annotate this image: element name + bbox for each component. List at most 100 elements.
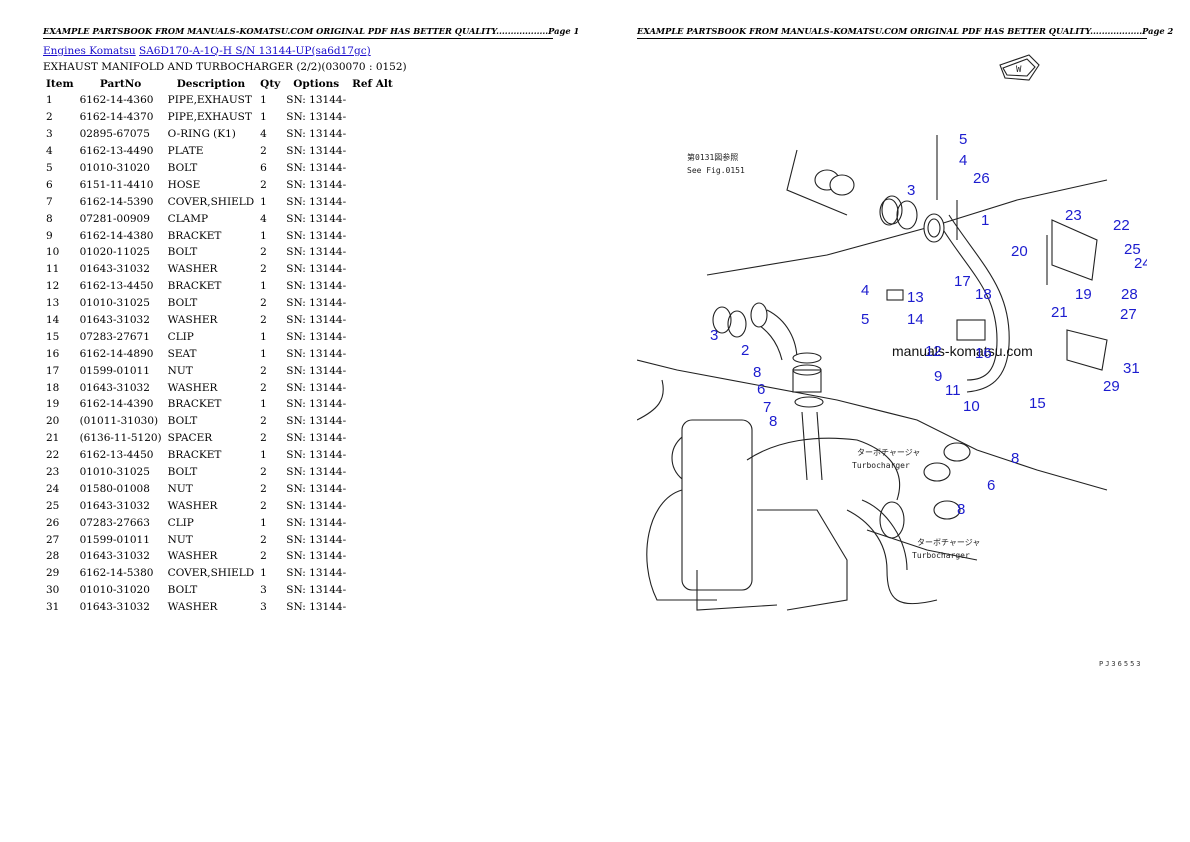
cell-qty: 2 xyxy=(260,499,267,512)
cell-qty: 2 xyxy=(260,550,267,563)
cell-partno: 6162-14-4380 xyxy=(79,229,154,242)
callout-21: 21 xyxy=(1051,304,1068,321)
callout-3a: 3 xyxy=(907,182,915,199)
cell-description: WASHER xyxy=(167,601,218,614)
cell-description: WASHER xyxy=(167,381,218,394)
cell-refalt xyxy=(349,430,396,447)
callout-10: 10 xyxy=(963,398,980,415)
callout-6b: 6 xyxy=(987,477,995,494)
cell-options: SN: 13144- xyxy=(286,128,347,141)
cell-description: BOLT xyxy=(167,466,198,479)
breadcrumb-link-engines[interactable]: Engines Komatsu xyxy=(43,45,136,57)
callout-4a: 4 xyxy=(959,152,967,169)
page1-header: EXAMPLE PARTSBOOK FROM MANUALS-KOMATSU.C… xyxy=(43,26,579,39)
cell-description: BOLT xyxy=(167,415,198,428)
upper-pipes xyxy=(786,149,918,230)
cell-refalt xyxy=(349,143,396,160)
cell-partno: 07283-27671 xyxy=(79,330,150,343)
cell-partno: 6162-14-5390 xyxy=(79,195,154,208)
cell-item: 18 xyxy=(46,381,60,394)
reference-note-jp: 第0131図参照 xyxy=(687,152,738,162)
cell-qty: 1 xyxy=(260,347,267,360)
cell-qty: 2 xyxy=(260,482,267,495)
cell-partno: 01020-11025 xyxy=(79,246,150,259)
engine-outline xyxy=(637,179,1108,611)
cell-options: SN: 13144- xyxy=(286,111,347,124)
cell-refalt xyxy=(349,345,396,362)
cell-description: BOLT xyxy=(167,584,198,597)
cell-qty: 2 xyxy=(260,466,267,479)
callout-12: 12 xyxy=(925,343,942,360)
cell-description: O-RING (K1) xyxy=(167,128,236,141)
cell-partno: 6162-14-4370 xyxy=(79,111,154,124)
turbo-lower xyxy=(846,442,971,605)
parts-diagram: W 第0131図参照 See Fig.0151 xyxy=(637,54,1147,668)
cell-partno: 01643-31032 xyxy=(79,550,150,563)
turbo-label-jp-2: ターボチャージャ xyxy=(917,538,980,547)
header-partno: PartNo xyxy=(99,78,142,90)
cell-options: SN: 13144- xyxy=(286,297,347,310)
cell-partno: 01643-31032 xyxy=(79,314,150,327)
cell-refalt xyxy=(349,328,396,345)
cell-refalt xyxy=(349,312,396,329)
callout-8c: 8 xyxy=(1011,450,1019,467)
cell-options: SN: 13144- xyxy=(286,212,347,225)
cell-refalt xyxy=(349,565,396,582)
callout-8d: 8 xyxy=(957,501,965,518)
cell-item: 14 xyxy=(46,314,60,327)
cell-item: 11 xyxy=(46,263,60,276)
cell-partno: 6162-14-4360 xyxy=(79,94,154,107)
cell-options: SN: 13144- xyxy=(286,381,347,394)
header-description: Description xyxy=(176,78,246,90)
cell-qty: 2 xyxy=(260,415,267,428)
cell-item: 16 xyxy=(46,347,60,360)
section-title: EXHAUST MANIFOLD AND TURBOCHARGER (2/2)(… xyxy=(43,61,407,73)
cell-refalt xyxy=(349,379,396,396)
callout-3b: 3 xyxy=(710,327,718,344)
cell-partno: 01643-31032 xyxy=(79,601,150,614)
cell-options: SN: 13144- xyxy=(286,398,347,411)
cell-item: 30 xyxy=(46,584,60,597)
breadcrumb-link-model[interactable]: SA6D170-A-1Q-H S/N 13144-UP(sa6d17gc) xyxy=(139,45,371,57)
cell-options: SN: 13144- xyxy=(286,162,347,174)
cell-qty: 2 xyxy=(260,145,267,158)
header-options: Options xyxy=(293,78,340,90)
cell-item: 7 xyxy=(46,195,53,208)
cell-partno: 01643-31032 xyxy=(79,381,150,394)
cell-qty: 1 xyxy=(260,398,267,411)
cell-qty: 3 xyxy=(260,584,267,597)
cell-partno: 01010-31025 xyxy=(79,466,150,479)
cell-description: CLAMP xyxy=(167,212,209,225)
cell-item: 10 xyxy=(46,246,60,259)
cell-refalt xyxy=(349,92,396,109)
cell-item: 13 xyxy=(46,297,60,310)
cell-options: SN: 13144- xyxy=(286,415,347,428)
cell-item: 22 xyxy=(46,449,60,462)
cell-item: 9 xyxy=(46,229,53,242)
callout-31: 31 xyxy=(1123,360,1140,377)
callout-8a: 8 xyxy=(753,364,761,381)
page2-header: EXAMPLE PARTSBOOK FROM MANUALS-KOMATSU.C… xyxy=(637,26,1173,39)
cell-options: SN: 13144- xyxy=(286,229,347,242)
table-row: 20 (01011-31030) BOLT 2 SN: 13144- xyxy=(43,413,396,430)
direction-label: W xyxy=(1016,65,1022,75)
cell-item: 20 xyxy=(46,415,60,428)
cell-partno: 6162-14-4890 xyxy=(79,347,154,360)
cell-qty: 1 xyxy=(260,516,267,529)
cell-partno: 01599-01011 xyxy=(79,533,150,546)
cell-item: 19 xyxy=(46,398,60,411)
cell-partno: (01011-31030) xyxy=(79,415,159,428)
cell-qty: 2 xyxy=(260,246,267,259)
hose-stack xyxy=(792,352,824,481)
